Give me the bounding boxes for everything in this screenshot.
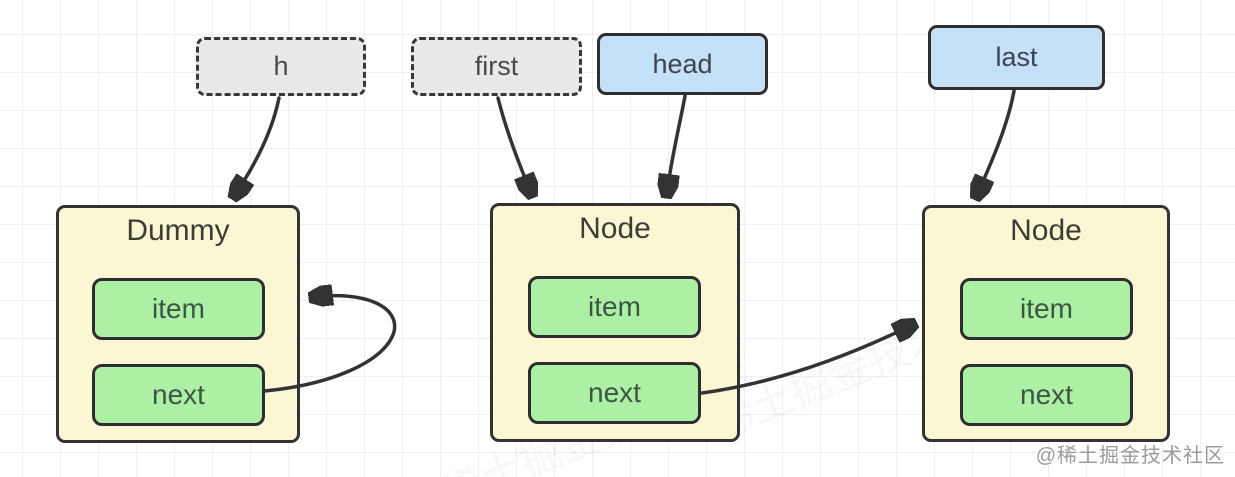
field-item: item [960, 278, 1133, 340]
node-title: Dummy [126, 214, 230, 247]
pointer-label: first [474, 51, 519, 81]
field-item: item [92, 278, 265, 340]
arrow-head-to-middle-node [667, 94, 687, 193]
field-label: item [588, 291, 641, 322]
pointer-label: head [652, 48, 713, 79]
pointer-label: h [273, 51, 289, 81]
pointer-box-first: first [411, 37, 582, 96]
pointer-box-last: last [928, 25, 1105, 90]
field-next: next [92, 364, 265, 426]
field-item: item [528, 276, 701, 338]
arrow-h-to-dummy [235, 96, 281, 195]
watermark: @稀土掘金技术社区 [1035, 445, 1225, 467]
pointer-box-head: head [597, 33, 768, 95]
pointer-box-h: h [196, 37, 366, 96]
node-title: Node [579, 212, 651, 245]
field-label: item [1020, 293, 1073, 324]
arrow-first-to-middle-node [496, 96, 531, 193]
field-next: next [528, 362, 701, 424]
field-label: next [152, 379, 205, 410]
field-next: next [960, 364, 1133, 426]
field-label: next [1020, 379, 1073, 410]
field-label: item [152, 293, 205, 324]
field-label: next [588, 377, 641, 408]
arrow-last-to-right-node [977, 89, 1016, 195]
pointer-label: last [995, 42, 1038, 72]
node-title: Node [1010, 214, 1082, 247]
node-right: Node item next [922, 205, 1170, 442]
node-middle: Node item next [490, 203, 740, 442]
node-dummy: Dummy item next [56, 205, 300, 443]
